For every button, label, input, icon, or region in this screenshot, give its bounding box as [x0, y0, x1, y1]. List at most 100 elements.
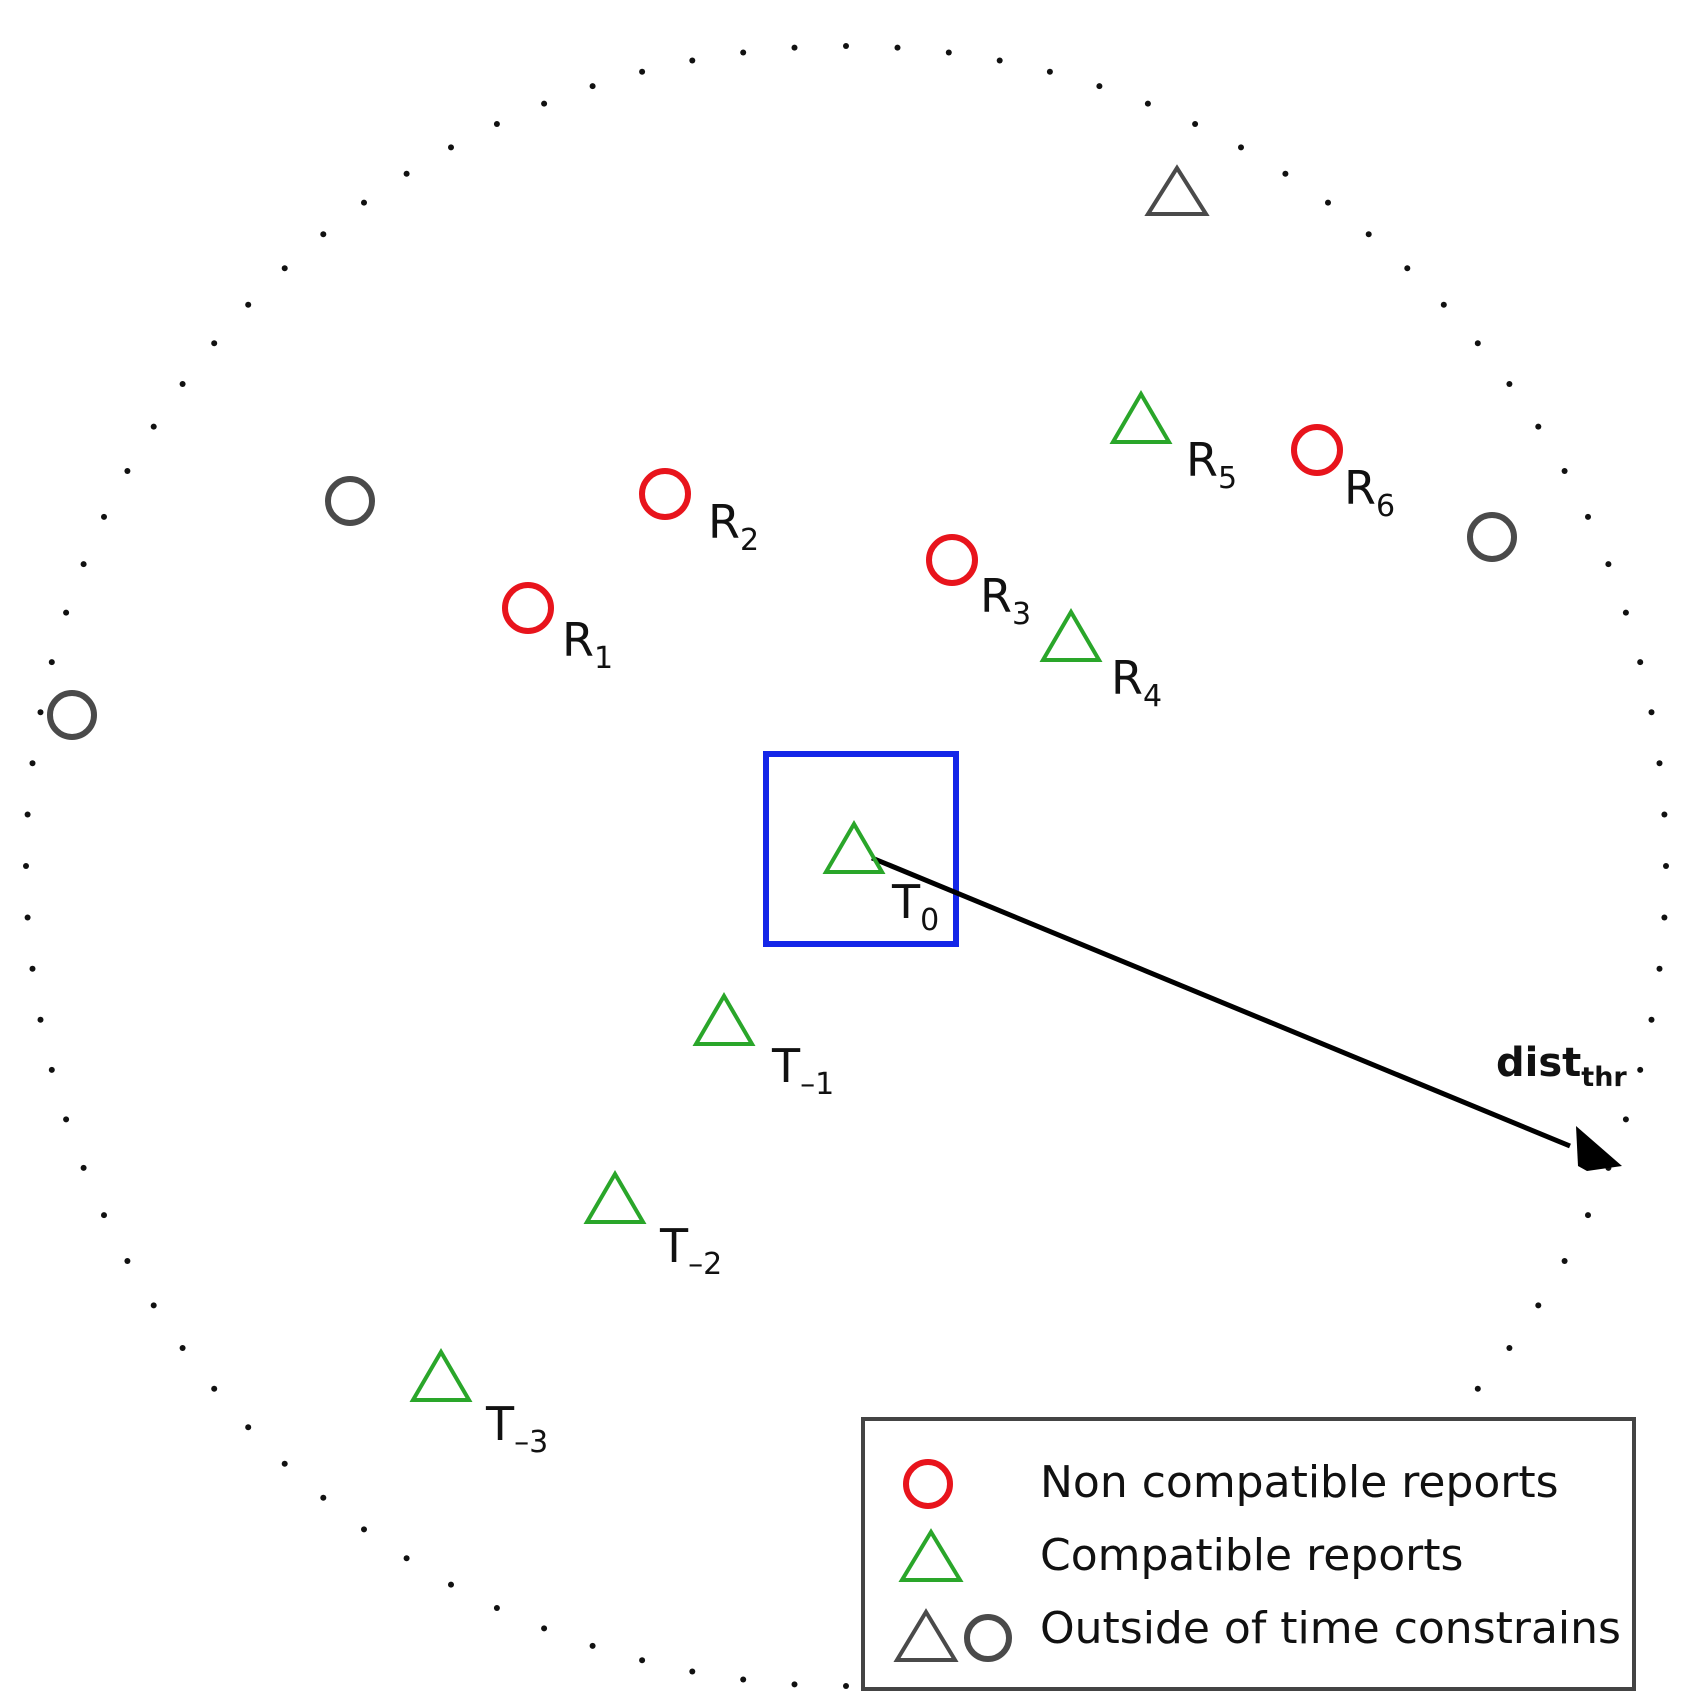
threshold-dot: [1561, 1258, 1568, 1264]
threshold-dot: [101, 513, 107, 520]
threshold-dot: [403, 170, 410, 177]
legend-compatible-label: Compatible reports: [1040, 1530, 1463, 1581]
threshold-dot: [150, 1302, 157, 1309]
legend-non-compatible-label: Non compatible reports: [1040, 1457, 1559, 1508]
non-compatible-marker: [639, 468, 691, 520]
threshold-dot: [23, 863, 29, 869]
report-r4: R4: [1039, 608, 1162, 714]
compatible-marker: [583, 1170, 647, 1224]
threshold-dot: [1144, 100, 1151, 107]
threshold-dot: [37, 1016, 44, 1023]
threshold-dot: [80, 561, 87, 568]
report-t-1: T–1: [692, 992, 834, 1102]
threshold-dot: [1622, 609, 1629, 616]
report-r5: R5: [1109, 390, 1237, 496]
distance-threshold-arrow: [871, 855, 1622, 1171]
report-label-t0: T0: [891, 875, 939, 938]
threshold-dot: [639, 1657, 646, 1664]
threshold-dot: [843, 1683, 849, 1689]
outside-report-circle: [325, 476, 375, 526]
threshold-dot: [245, 301, 252, 308]
threshold-dot: [48, 1066, 55, 1073]
distance-threshold-label: distthr: [1496, 1040, 1627, 1093]
threshold-dot: [37, 709, 44, 716]
current-report-box: [763, 751, 959, 947]
threshold-dot: [101, 1212, 107, 1219]
threshold-dot: [1637, 659, 1644, 666]
threshold-dot: [281, 1460, 288, 1467]
threshold-dot: [1046, 68, 1053, 75]
non-compatible-marker: [926, 534, 978, 586]
threshold-dot: [361, 1526, 367, 1533]
threshold-dot: [1656, 965, 1663, 972]
compatible-marker: [1109, 390, 1173, 444]
compatible-marker: [1039, 608, 1103, 662]
threshold-dot: [945, 49, 952, 56]
report-label-t-2: T–2: [659, 1219, 722, 1282]
threshold-dot: [689, 57, 696, 64]
threshold-dot: [29, 760, 36, 767]
threshold-dot: [1238, 144, 1244, 151]
legend-compatible-icon: [898, 1528, 964, 1582]
threshold-dot: [493, 1605, 500, 1611]
legend-box: [861, 1417, 1636, 1691]
non-compatible-marker: [1291, 424, 1343, 476]
threshold-dot: [281, 265, 288, 272]
threshold-dot: [1192, 121, 1199, 127]
threshold-dot: [211, 340, 218, 347]
threshold-dot: [361, 199, 367, 206]
threshold-dot: [150, 423, 157, 430]
threshold-dot: [894, 44, 901, 51]
outside-report-circle: [47, 690, 97, 740]
threshold-dot: [124, 468, 131, 474]
outside-report-triangle: [1144, 164, 1210, 216]
threshold-dot: [1474, 1385, 1481, 1392]
report-label-t-3: T–3: [485, 1397, 548, 1460]
report-label-r1: R1: [562, 613, 613, 676]
threshold-dot: [124, 1258, 131, 1264]
legend-outside-label: Outside of time constrains: [1040, 1603, 1621, 1654]
threshold-dot: [996, 57, 1003, 64]
threshold-dot: [1096, 83, 1103, 90]
threshold-dot: [589, 83, 596, 90]
legend: Non compatible reports Compatible report…: [861, 1417, 1636, 1691]
legend-outside-circle-icon: [964, 1614, 1012, 1662]
threshold-dot: [541, 100, 548, 107]
threshold-dot: [791, 1681, 798, 1688]
legend-non-compatible-icon: [903, 1459, 953, 1509]
compatible-marker: [409, 1348, 473, 1402]
threshold-dot: [63, 1116, 70, 1123]
threshold-dot: [1535, 1302, 1542, 1309]
threshold-dot: [1605, 561, 1612, 568]
threshold-dot: [1663, 863, 1669, 869]
threshold-dot: [245, 1424, 252, 1431]
report-t0: T0: [822, 820, 939, 938]
threshold-dot: [1585, 1212, 1591, 1219]
report-label-t-1: T–1: [771, 1039, 834, 1102]
distance-threshold-circle: [23, 43, 1669, 1689]
report-label-r2: R2: [708, 495, 759, 558]
report-r2: R2: [639, 468, 759, 558]
report-label-r3: R3: [980, 569, 1031, 632]
legend-outside-triangle-icon: [893, 1608, 959, 1662]
threshold-dot: [320, 1494, 327, 1501]
threshold-dot: [740, 1676, 747, 1683]
report-r1: R1: [502, 582, 613, 676]
threshold-dot: [179, 1345, 186, 1351]
threshold-dot: [639, 68, 646, 75]
threshold-dot: [1661, 914, 1668, 921]
threshold-dot: [689, 1668, 696, 1675]
threshold-dot: [1661, 811, 1668, 818]
threshold-dot: [1506, 381, 1513, 387]
threshold-dot: [1648, 1016, 1655, 1023]
threshold-dot: [589, 1642, 596, 1649]
threshold-dot: [403, 1555, 410, 1562]
threshold-dot: [448, 1581, 454, 1588]
threshold-dot: [493, 121, 500, 127]
threshold-dot: [1637, 1066, 1644, 1073]
threshold-dot: [320, 231, 327, 238]
threshold-dot: [740, 49, 747, 56]
threshold-dot: [179, 381, 186, 387]
report-label-r5: R5: [1186, 433, 1237, 496]
